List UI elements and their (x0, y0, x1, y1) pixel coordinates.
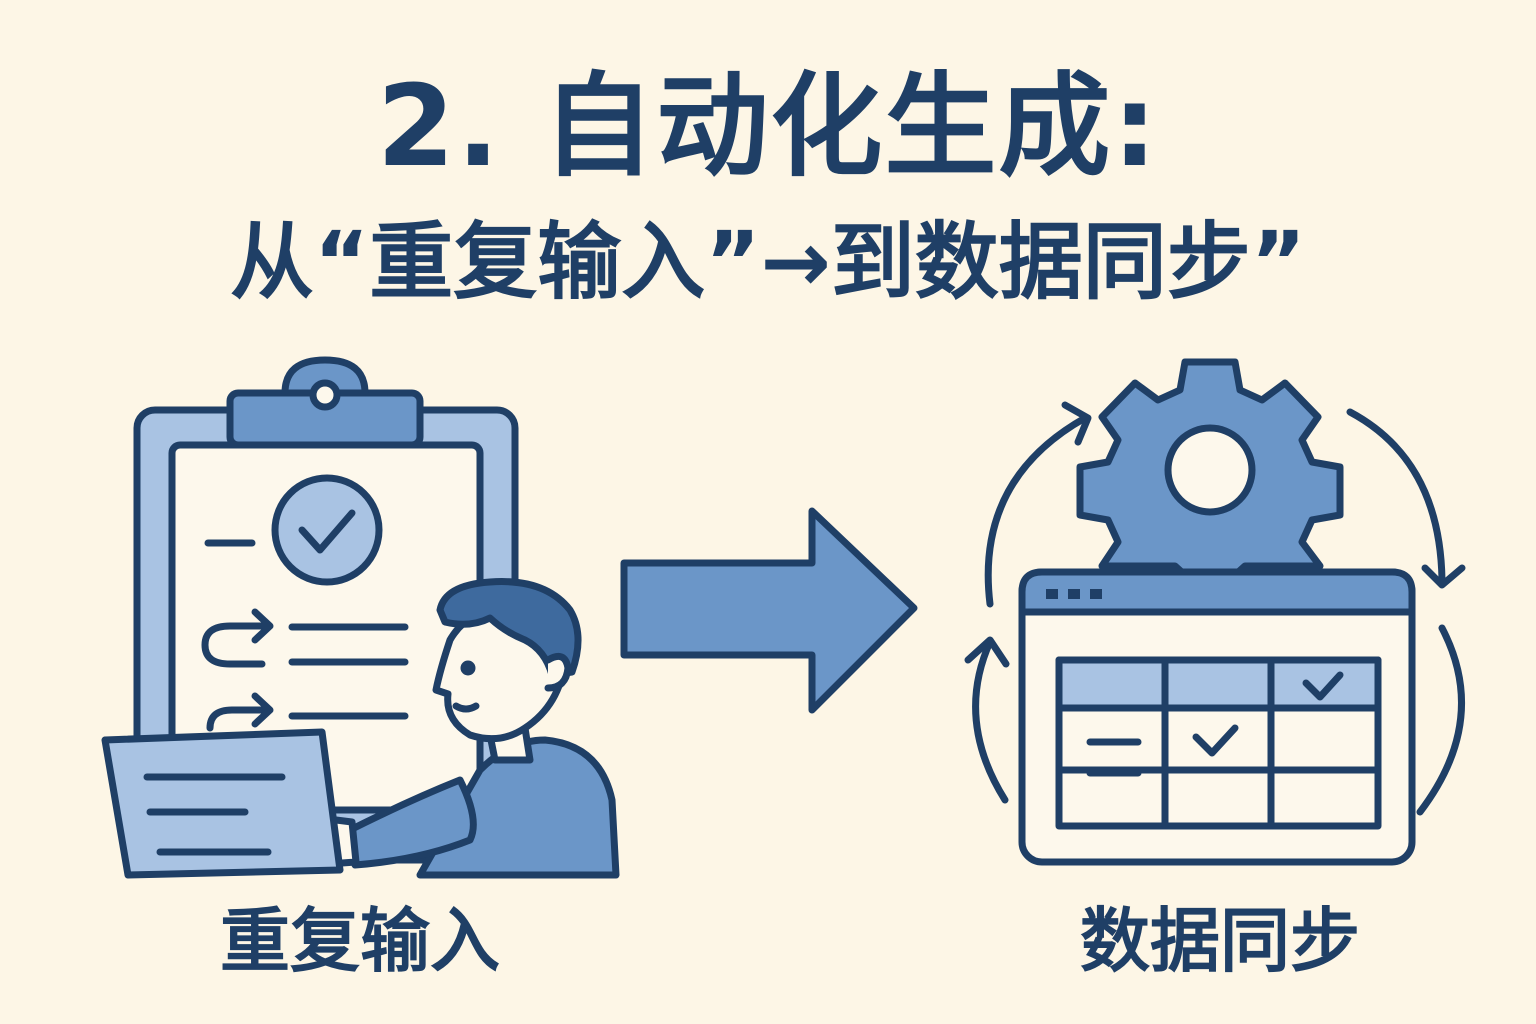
sync-arrows-icon (964, 401, 1466, 816)
gear-icon (1076, 358, 1344, 579)
right-arrow-icon (620, 507, 918, 714)
repeat-arrow-icon (201, 608, 274, 732)
check-circle-icon (271, 474, 383, 586)
right-caption: 数据同步 (1080, 900, 1360, 982)
laptop-icon (101, 728, 344, 879)
page-subtitle: 从“重复输入”→到数据同步” (229, 213, 1306, 311)
data-table-icon (1055, 656, 1382, 830)
person-icon (266, 578, 620, 879)
left-caption: 重复输入 (220, 900, 500, 982)
list-lines-icon (204, 539, 409, 720)
page-title: 2. 自动化生成: (376, 62, 1160, 192)
